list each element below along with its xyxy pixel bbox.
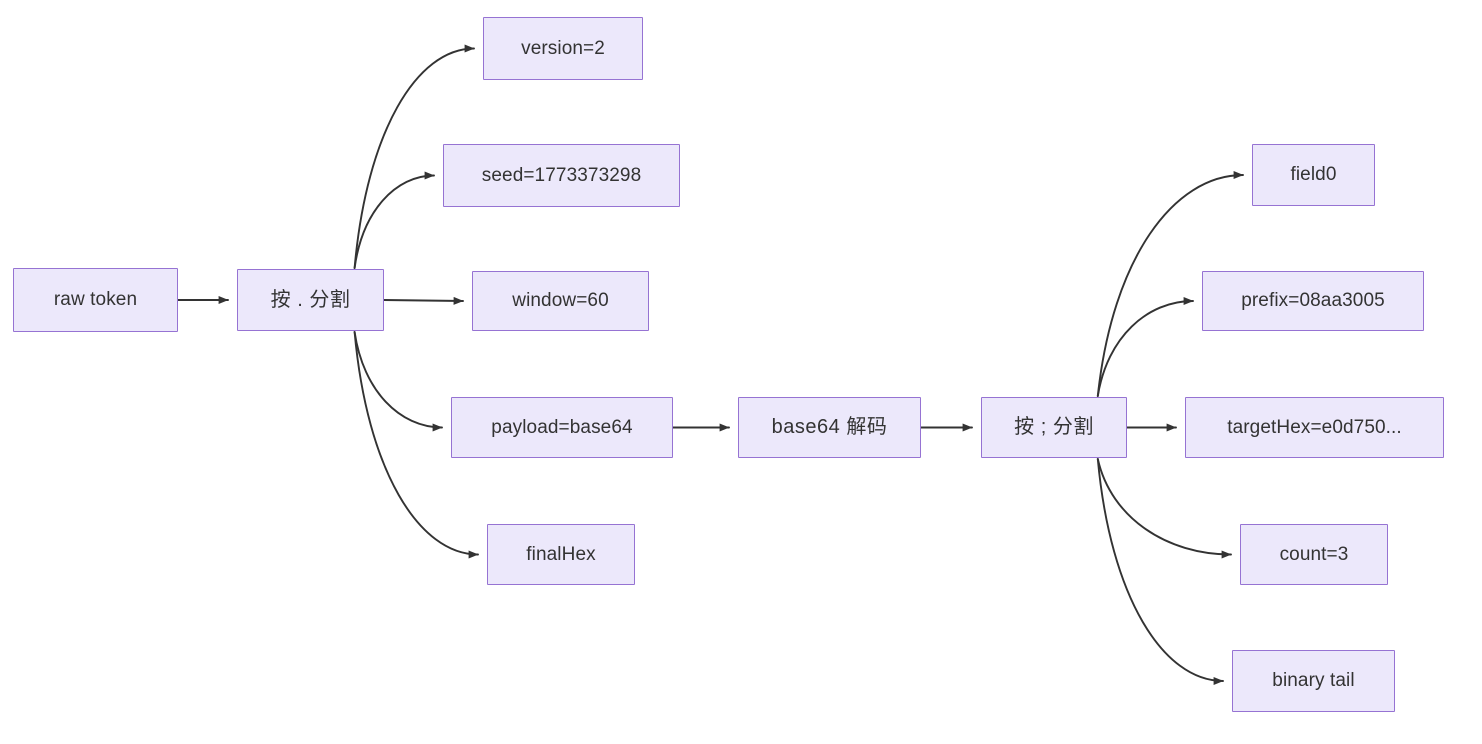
node-seed[interactable]: seed=1773373298 — [443, 144, 680, 207]
node-label-version: version=2 — [521, 37, 605, 59]
node-label-seed: seed=1773373298 — [481, 164, 642, 186]
node-field0[interactable]: field0 — [1252, 144, 1375, 206]
node-label-finalhex: finalHex — [526, 543, 596, 565]
node-label-count: count=3 — [1279, 543, 1349, 565]
node-split-semi[interactable]: 按 ; 分割 — [981, 397, 1127, 458]
edge-e-split2-binary — [1096, 458, 1224, 685]
node-label-payload: payload=base64 — [491, 416, 633, 438]
node-window[interactable]: window=60 — [472, 271, 649, 331]
node-label-binarytail: binary tail — [1272, 670, 1355, 692]
edge-e-split2-prefix — [1096, 297, 1194, 397]
node-label-targethex: targetHex=e0d750... — [1227, 416, 1402, 438]
node-label-window: window=60 — [512, 290, 609, 312]
node-label-b64decode: base64 解码 — [771, 416, 888, 438]
node-finalhex[interactable]: finalHex — [487, 524, 635, 585]
node-count[interactable]: count=3 — [1240, 524, 1388, 585]
node-b64decode[interactable]: base64 解码 — [738, 397, 921, 458]
node-label-prefix: prefix=08aa3005 — [1241, 290, 1385, 312]
node-label-split-dot: 按 . 分割 — [270, 288, 351, 311]
node-split-dot[interactable]: 按 . 分割 — [237, 269, 384, 331]
edge-e-split-seed — [353, 171, 435, 269]
node-label-raw-token: raw token — [53, 289, 138, 311]
node-prefix[interactable]: prefix=08aa3005 — [1202, 271, 1424, 331]
edge-e-split2-count — [1096, 458, 1232, 559]
node-version[interactable]: version=2 — [483, 17, 643, 80]
node-raw-token[interactable]: raw token — [13, 268, 178, 332]
node-label-split-semi: 按 ; 分割 — [1014, 416, 1094, 438]
node-binarytail[interactable]: binary tail — [1232, 650, 1395, 712]
edge-e-split-payload — [353, 331, 443, 432]
edge-e-split-window — [383, 296, 464, 305]
node-label-field0: field0 — [1290, 164, 1337, 186]
node-targethex[interactable]: targetHex=e0d750... — [1185, 397, 1444, 458]
node-payload[interactable]: payload=base64 — [451, 397, 673, 458]
